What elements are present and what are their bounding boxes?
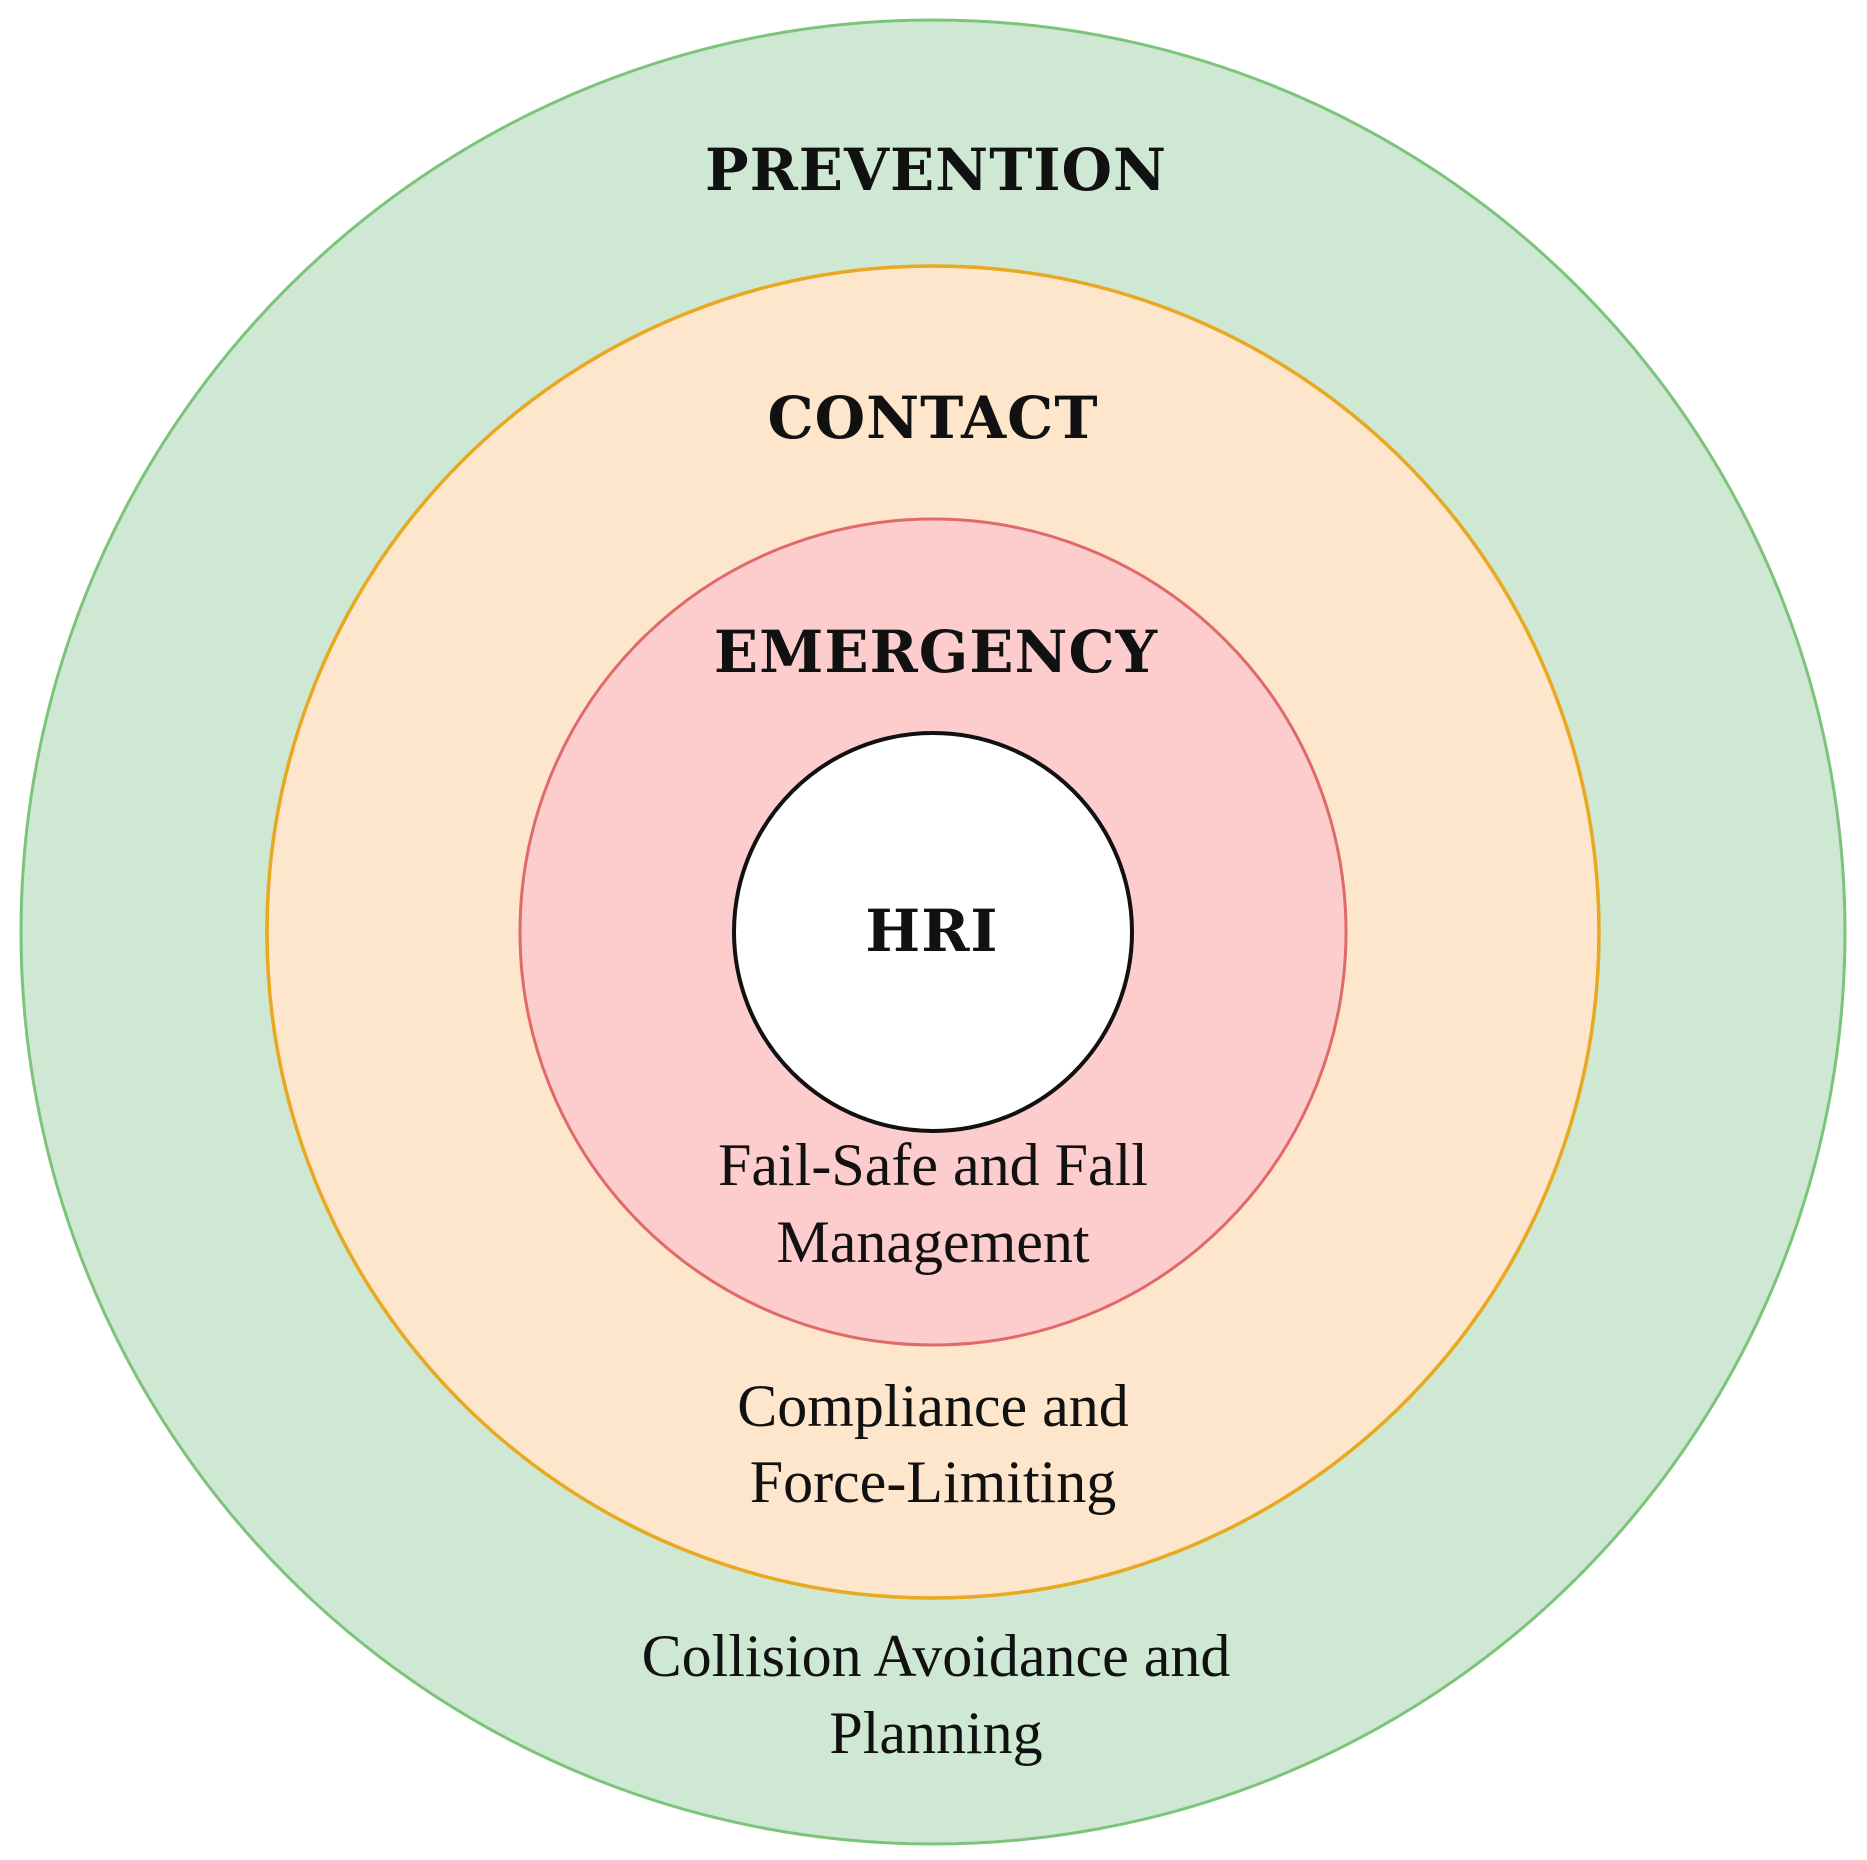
contact-title: CONTACT <box>767 384 1098 452</box>
hri-label: HRI <box>865 897 998 965</box>
emergency-title: EMERGENCY <box>714 618 1158 686</box>
emergency-description-line-1: Fail-Safe and Fall <box>718 1132 1148 1198</box>
contact-description-line-1: Compliance and <box>737 1373 1129 1439</box>
prevention-description-line-1: Collision Avoidance and <box>642 1623 1231 1689</box>
hri-core-circle <box>732 731 1134 1133</box>
prevention-description-line-2: Planning <box>829 1700 1042 1766</box>
contact-description-line-2: Force-Limiting <box>750 1449 1117 1515</box>
prevention-title: PREVENTION <box>705 136 1167 204</box>
emergency-description-line-2: Management <box>776 1209 1090 1275</box>
